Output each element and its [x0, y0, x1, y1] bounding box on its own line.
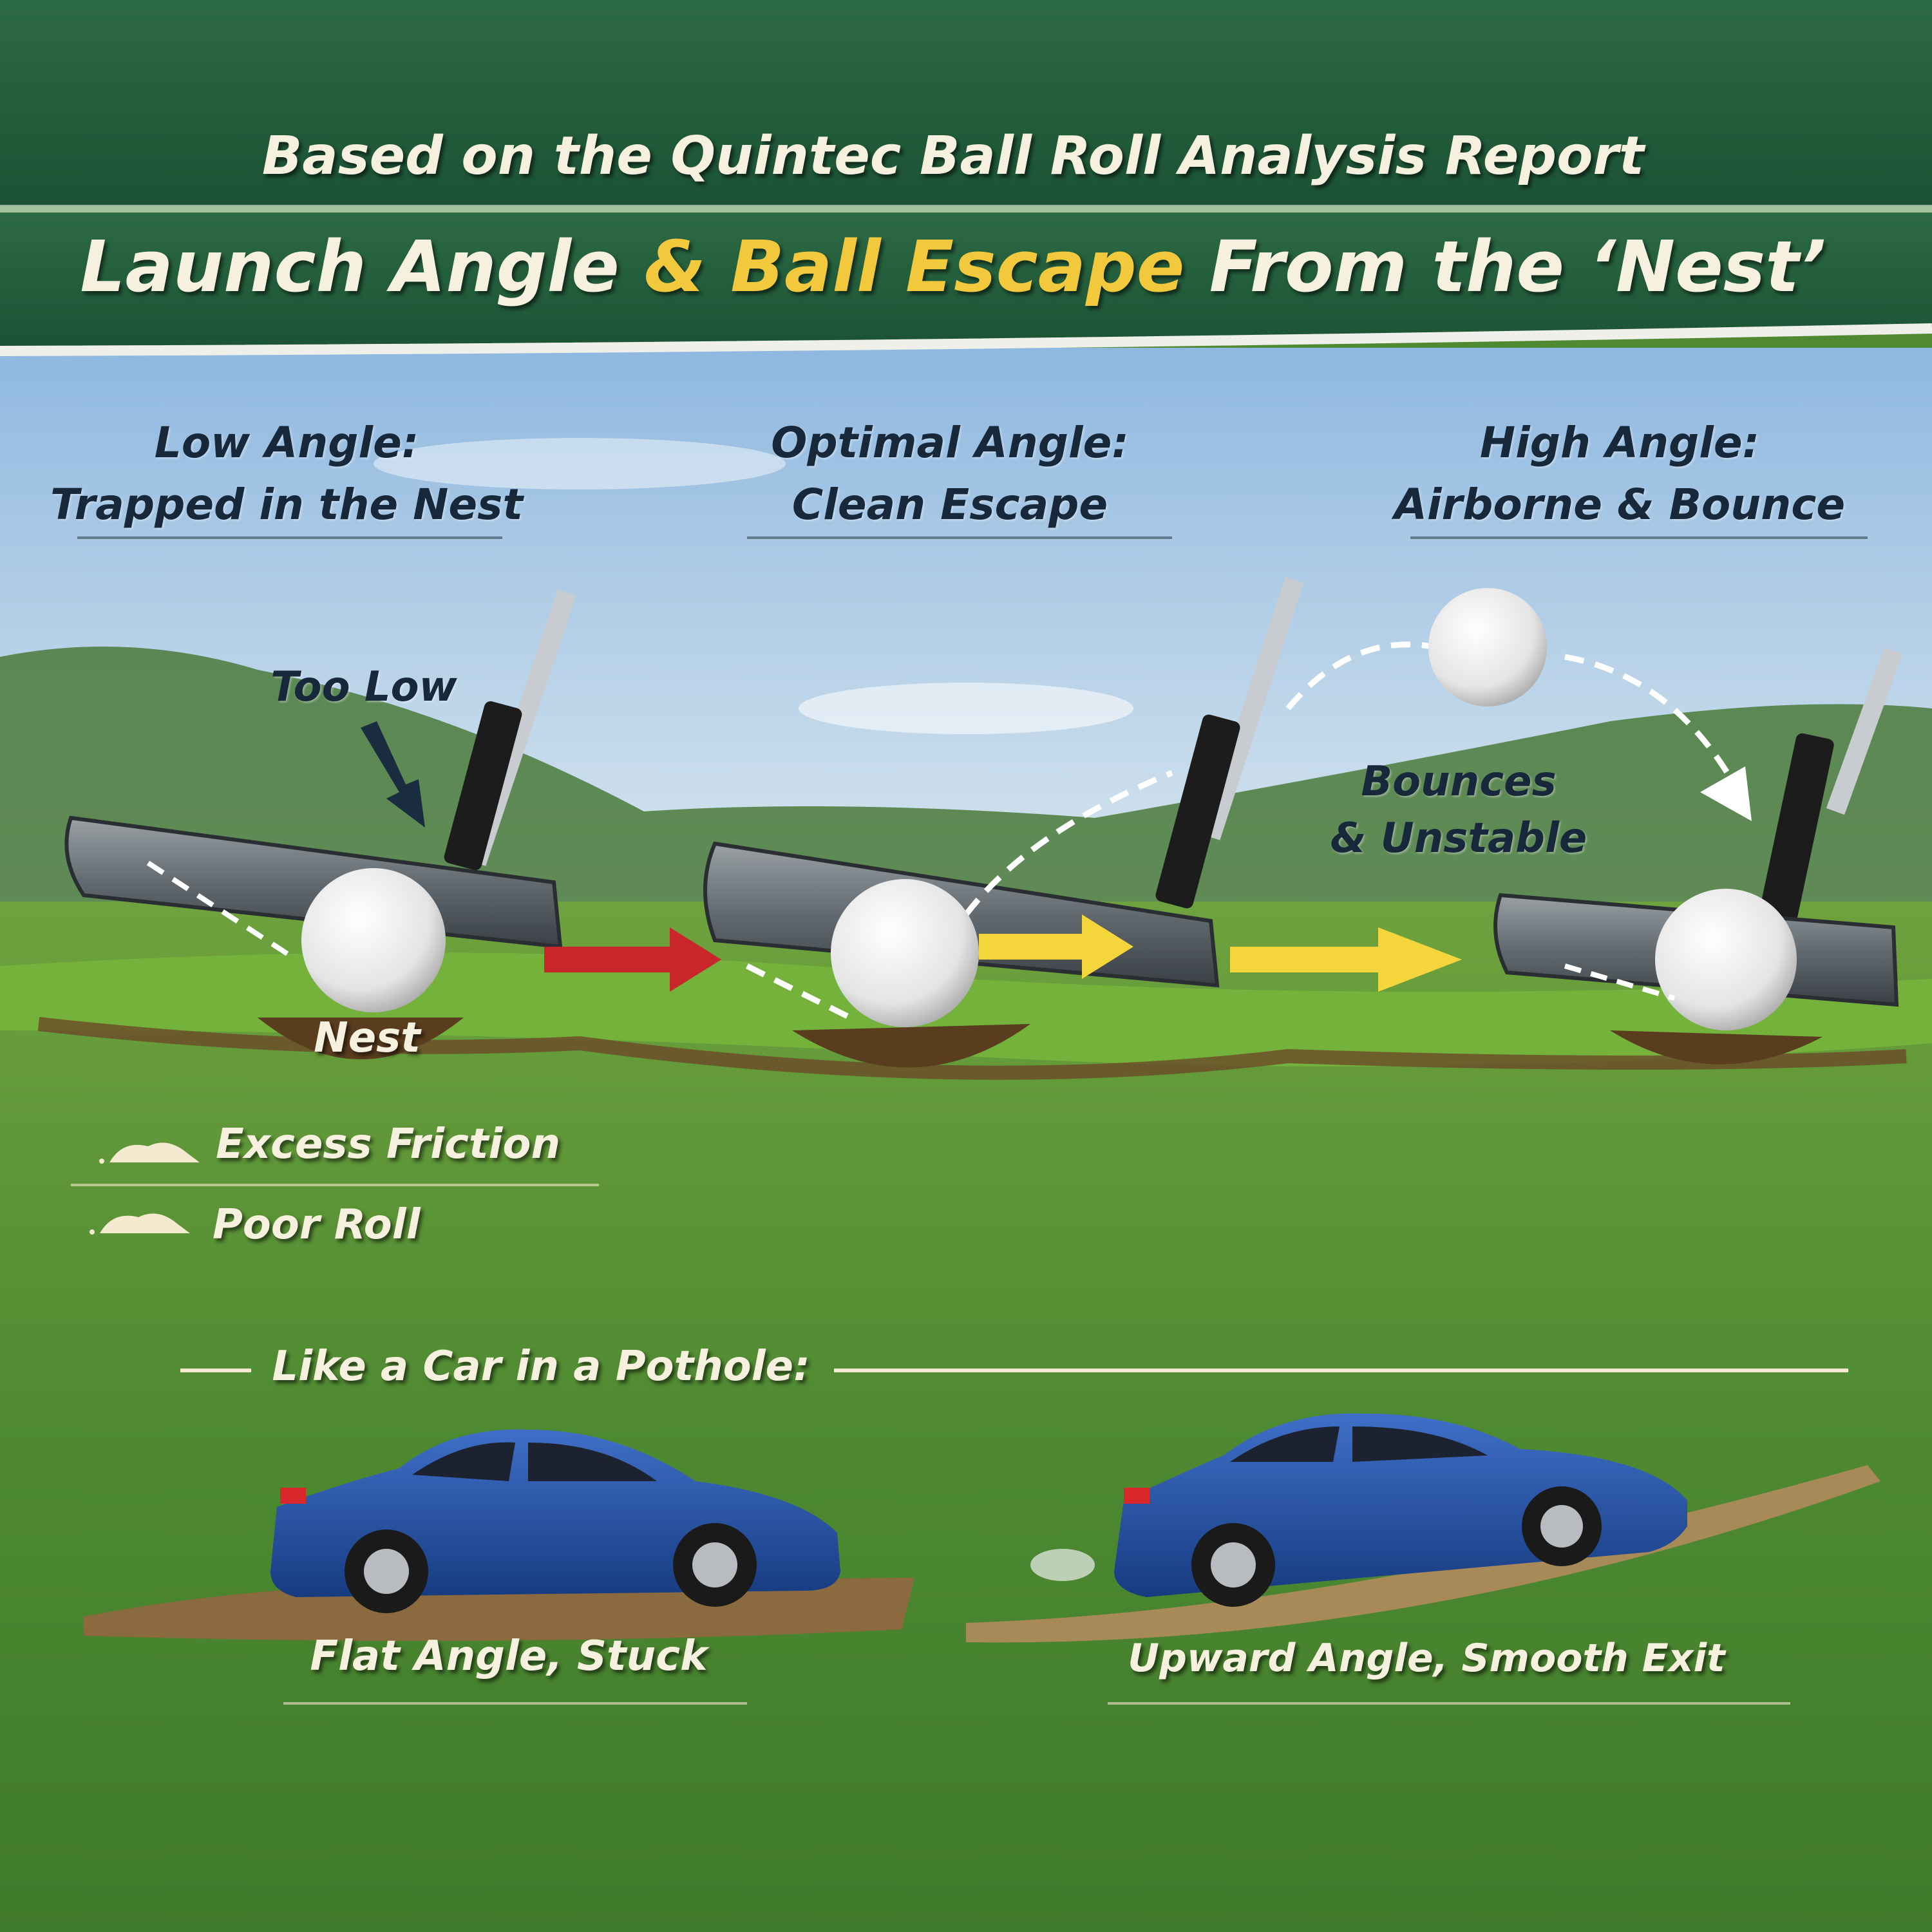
putter-high-angle: [1285, 588, 1903, 1065]
car-flat-stuck: [84, 1429, 914, 1641]
dirt-clump-icon: [99, 1142, 200, 1164]
yellow-arrow-icon: [979, 914, 1133, 979]
putter-hosel: [1155, 714, 1240, 909]
dust-cloud: [1030, 1549, 1095, 1581]
heading-line: Clean Escape: [791, 480, 1108, 529]
title-part-2: From the ‘Nest’: [1184, 225, 1826, 308]
title-highlight: & Ball Escape: [643, 225, 1185, 308]
putter-shaft: [1201, 576, 1304, 840]
page-title: Launch Angle & Ball Escape From the ‘Nes…: [80, 225, 1826, 308]
heading-line: High Angle:: [1479, 418, 1760, 468]
header-band-top: [0, 0, 1932, 206]
golf-ball: [301, 868, 446, 1012]
bounces-label: Bounces & Unstable: [1331, 753, 1587, 867]
label-line: & Unstable: [1330, 815, 1587, 862]
down-arrow-icon: [361, 721, 425, 828]
tail-light: [1124, 1488, 1150, 1504]
analogy-heading: Like a Car in a Pothole:: [272, 1343, 810, 1390]
header-divider: [0, 205, 1932, 213]
launch-line: [1564, 963, 1676, 1001]
trajectory-line: [1285, 641, 1741, 794]
launch-line: [745, 770, 1173, 1021]
car-window: [412, 1442, 657, 1481]
putter-low-angle: [64, 589, 576, 1059]
nest-hole: [258, 1018, 464, 1059]
golf-ball: [1655, 889, 1797, 1030]
golf-ball: [831, 879, 979, 1027]
golf-ball-airborne: [1428, 588, 1547, 706]
effect-poor-roll: Poor Roll: [213, 1201, 421, 1249]
heading-line: Airborne & Bounce: [1394, 480, 1846, 529]
ramp: [966, 1465, 1880, 1643]
title-part-1: Launch Angle: [80, 225, 644, 308]
effect-excess-friction: Excess Friction: [216, 1121, 560, 1168]
nest-label: Nest: [314, 1014, 421, 1062]
caption-upward-angle: Upward Angle, Smooth Exit: [1128, 1636, 1725, 1681]
heading-line: Trapped in the Nest: [50, 480, 524, 529]
caption-flat-angle: Flat Angle, Stuck: [310, 1633, 708, 1680]
heading-line: Optimal Angle:: [771, 418, 1129, 468]
tail-light: [280, 1488, 306, 1504]
header-edge: [0, 323, 1932, 356]
cloud: [374, 438, 786, 489]
putter-hosel: [1759, 733, 1834, 922]
heading-line: Low Angle:: [154, 418, 419, 468]
red-arrow-icon: [544, 927, 721, 992]
yellow-arrow-icon: [1230, 927, 1462, 992]
column-heading-low: Low Angle: Trapped in the Nest: [50, 412, 523, 536]
turf-strip: [0, 952, 1932, 1066]
car-window: [1230, 1426, 1488, 1462]
putter-shaft: [1826, 647, 1903, 815]
nest-hole: [1610, 1030, 1823, 1065]
putter-hosel: [444, 701, 522, 871]
report-subtitle: Based on the Quintec Ball Roll Analysis …: [261, 126, 1645, 187]
car-upward-exit: [966, 1413, 1880, 1643]
nest-hole: [792, 1024, 1030, 1068]
dirt-clump-icon: [90, 1213, 190, 1235]
putter-optimal-angle: [703, 576, 1304, 1068]
too-low-label: Too Low: [270, 663, 457, 711]
label-line: Bounces: [1361, 758, 1557, 806]
arrowhead-icon: [1700, 766, 1752, 821]
column-heading-high: High Angle: Airborne & Bounce: [1394, 412, 1845, 536]
column-heading-optimal: Optimal Angle: Clean Escape: [771, 412, 1129, 536]
header-band-bottom: [0, 213, 1932, 351]
cloud: [799, 683, 1133, 734]
